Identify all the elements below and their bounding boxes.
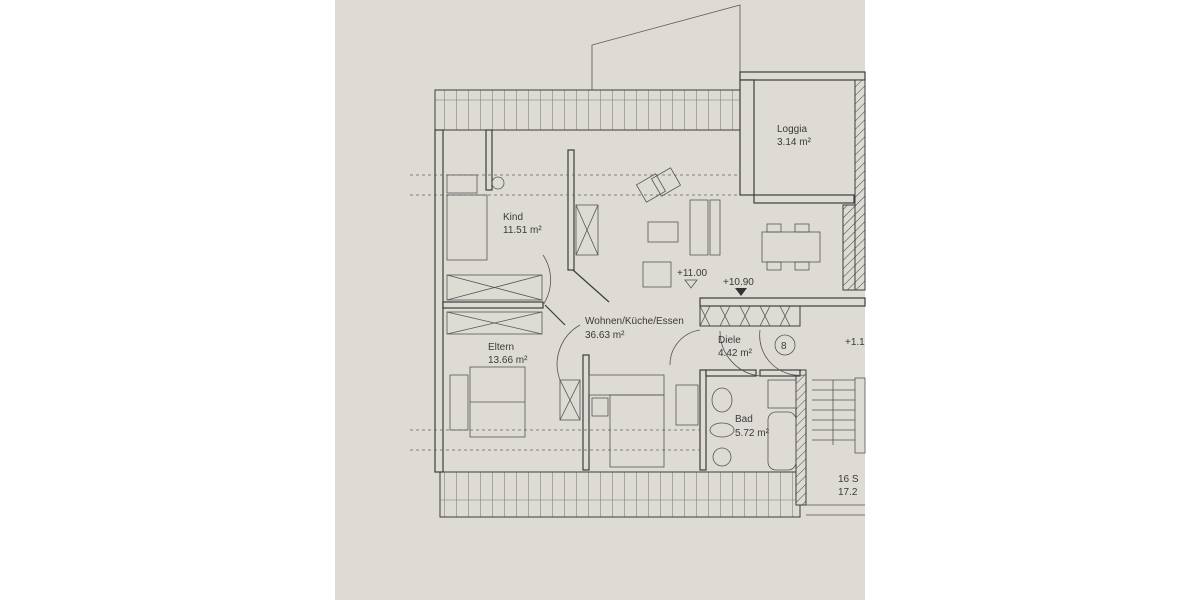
- dining-table: [761, 231, 821, 263]
- staircase: [812, 377, 866, 454]
- dining-chair: [766, 223, 782, 233]
- stair-railing: [854, 377, 866, 454]
- door-entrance: [759, 329, 806, 376]
- level-marker-open-icon: [684, 279, 698, 289]
- diele-area: 4.42 m²: [718, 348, 753, 359]
- desk-kind: [446, 174, 478, 194]
- wall-kitchen-bad: [699, 369, 707, 471]
- eltern-area: 13.66 m²: [488, 355, 528, 366]
- door-bad: [719, 330, 761, 377]
- bad-name: Bad: [735, 414, 753, 425]
- kitchen-counter: [588, 374, 665, 396]
- dining-chair: [766, 261, 782, 271]
- stair-landing-lines: [806, 504, 865, 516]
- washing-machine: [712, 447, 732, 467]
- unit-marker: 8: [781, 341, 787, 352]
- cabinet-eltern: [559, 379, 581, 421]
- stair-height: 17.2: [838, 487, 858, 498]
- nightstand: [449, 374, 469, 431]
- wohnen-area: 36.63 m²: [585, 330, 625, 341]
- wardrobe-eltern: [446, 311, 543, 335]
- wardrobe-cross: [446, 311, 543, 335]
- bad-area: 5.72 m²: [735, 428, 770, 439]
- armchair: [635, 173, 667, 203]
- stair-steps: 16 S: [838, 474, 859, 485]
- wall-diele-top: [699, 297, 866, 307]
- wardrobe-kind: [446, 274, 543, 301]
- dining-chair: [794, 261, 810, 271]
- wall-dining-right: [842, 204, 856, 291]
- eltern-name: Eltern: [488, 342, 514, 353]
- level-stair: +1.1: [845, 337, 865, 348]
- wall-angled: [572, 269, 610, 303]
- chair-kind: [491, 176, 505, 190]
- level-living: +11.00: [677, 268, 708, 279]
- sofa: [689, 199, 709, 256]
- shower: [767, 379, 797, 409]
- wall-kind-wohnen: [567, 149, 575, 271]
- wall-right: [854, 79, 866, 291]
- wall-loggia-bottom: [753, 194, 855, 204]
- armchair: [650, 167, 682, 197]
- shelf-cross: [575, 204, 599, 256]
- door-eltern: [556, 324, 581, 381]
- wall-kind-eltern: [442, 301, 544, 309]
- level-marker-filled-icon: [735, 288, 747, 296]
- door-diele: [669, 329, 701, 366]
- diele-name: Diele: [718, 335, 741, 346]
- kind-name: Kind: [503, 212, 523, 223]
- shelf-living: [575, 204, 599, 256]
- dining-chair: [794, 223, 810, 233]
- kitchen-sink: [675, 384, 699, 426]
- wall-loggia-top: [739, 71, 866, 81]
- toilet: [709, 422, 735, 438]
- bed-kind: [446, 194, 488, 261]
- cabinet-hatching: [699, 305, 791, 327]
- coffee-table: [647, 221, 679, 243]
- wall-kind-top: [485, 129, 493, 191]
- cabinet-cross: [559, 379, 581, 421]
- loggia-area: 3.14 m²: [777, 137, 812, 148]
- stove: [591, 397, 609, 417]
- washbasin: [711, 387, 733, 413]
- wall-angled-short: [544, 304, 566, 326]
- roof-window: [591, 4, 741, 91]
- wall-loggia-left: [739, 79, 755, 196]
- level-hall: +10.90: [723, 277, 754, 288]
- wohnen-name: Wohnen/Küche/Essen: [585, 316, 684, 327]
- kitchen-island: [609, 394, 665, 468]
- roof-band-top: [434, 89, 741, 131]
- wall-stair: [795, 369, 807, 506]
- kind-area: 11.51 m²: [503, 225, 542, 236]
- roof-band-bottom: [439, 471, 801, 518]
- unit-marker-circle: [774, 334, 796, 356]
- bathtub: [767, 411, 797, 471]
- armchair: [642, 261, 672, 288]
- wall-left: [434, 129, 444, 473]
- sofa-back: [709, 199, 721, 256]
- loggia-name: Loggia: [777, 124, 807, 135]
- wall-eltern-kitchen: [582, 354, 590, 471]
- door-kind: [542, 254, 551, 306]
- wall-bad-top-left: [705, 369, 757, 377]
- wardrobe-cross: [446, 274, 543, 301]
